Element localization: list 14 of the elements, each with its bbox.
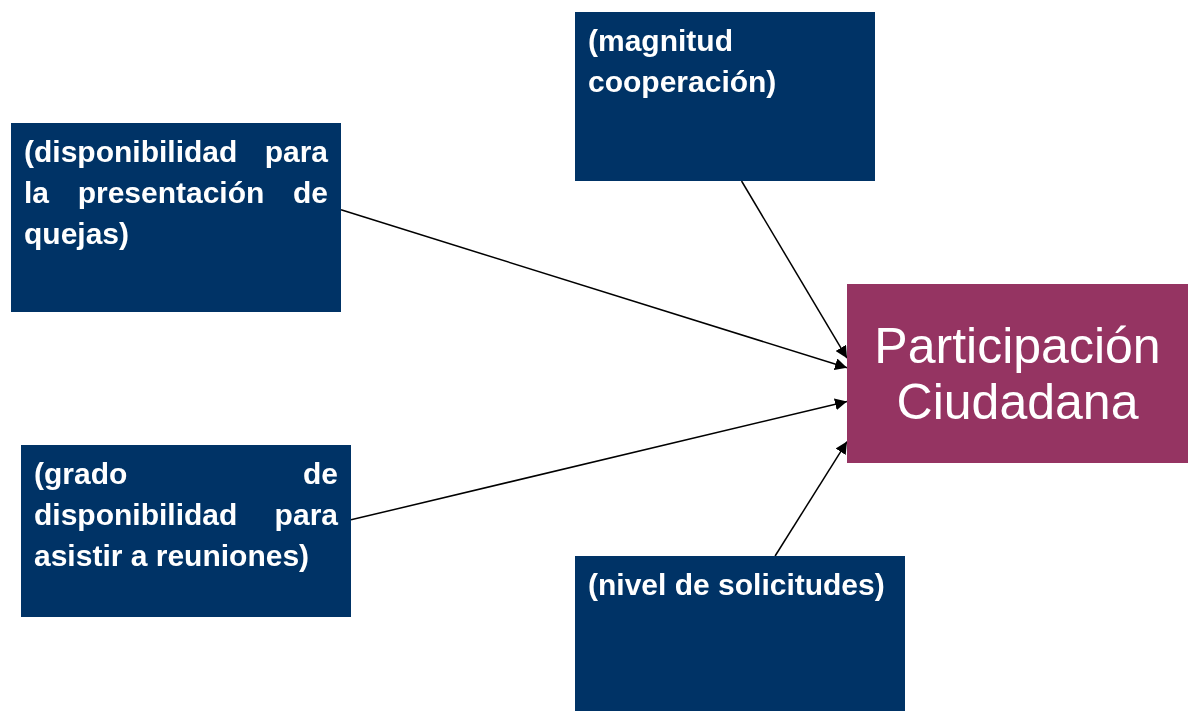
factor-box	[11, 123, 341, 312]
box-text: (nivel de solicitudes)	[588, 567, 886, 603]
box-text: (disponibilidad para la presentación de quejas)	[24, 134, 328, 252]
factor-box	[575, 12, 875, 181]
arrow	[350, 398, 848, 521]
factor-box	[575, 556, 905, 711]
arrow	[740, 180, 848, 359]
target-box	[847, 284, 1188, 463]
box-text: (magnitud cooperación)	[588, 23, 778, 100]
box-text: Participación Ciudadana	[873, 317, 1162, 430]
arrow	[340, 209, 848, 370]
box-text: (grado de disponibilidad para asistir a reuniones)	[34, 456, 338, 574]
factor-box	[21, 445, 351, 617]
arrow	[774, 440, 848, 557]
